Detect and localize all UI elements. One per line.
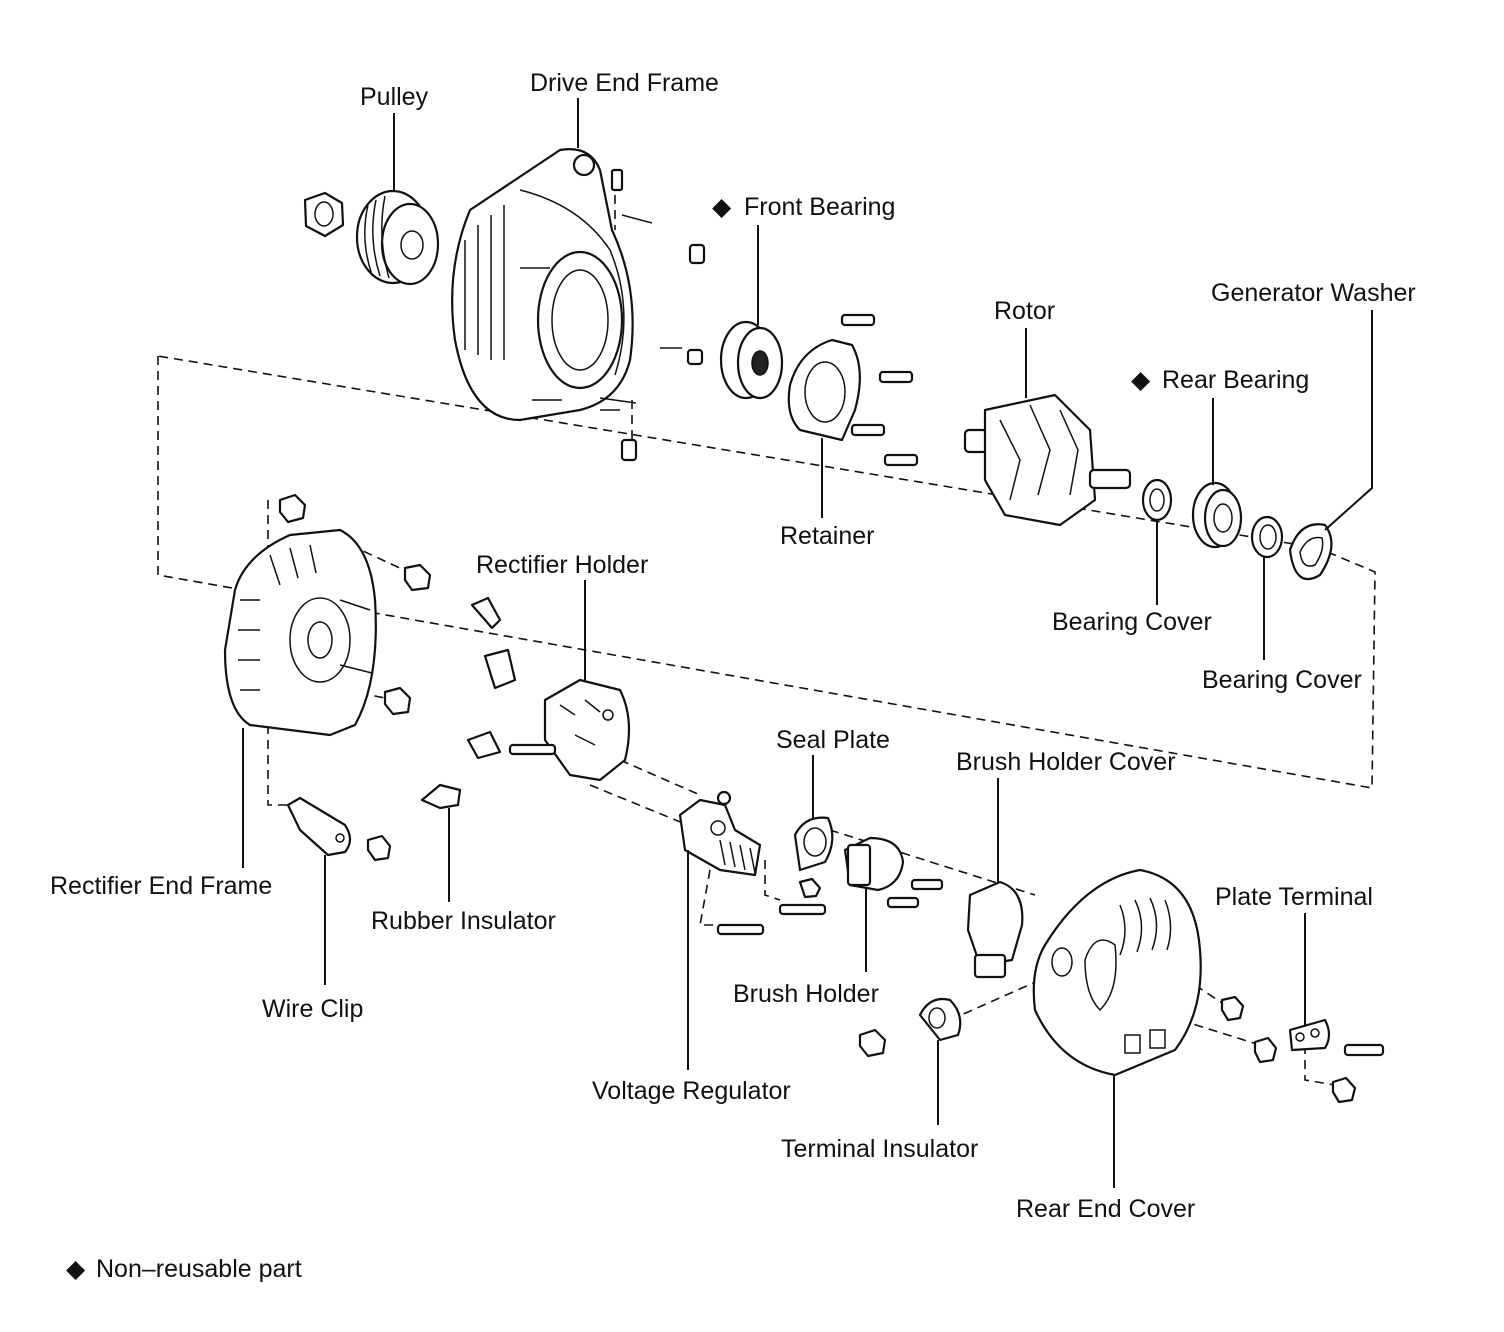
label-rubber-insulator: Rubber Insulator bbox=[371, 907, 556, 935]
label-rear-end-cover: Rear End Cover bbox=[1016, 1195, 1195, 1223]
terminal-line bbox=[949, 979, 1041, 1021]
label-brush-holder: Brush Holder bbox=[733, 980, 879, 1008]
nonreusable-marker-front-bearing: ◆ bbox=[712, 193, 732, 221]
plate-terminal-icon bbox=[1288, 1018, 1385, 1104]
rectifier-assembly-line-1 bbox=[349, 544, 416, 576]
label-rotor: Rotor bbox=[994, 297, 1055, 325]
label-rectifier-end-frame: Rectifier End Frame bbox=[50, 872, 272, 900]
label-seal-plate: Seal Plate bbox=[776, 726, 890, 754]
label-bearing-cover-1: Bearing Cover bbox=[1052, 608, 1212, 636]
label-rear-bearing: Rear Bearing bbox=[1162, 366, 1309, 394]
label-plate-terminal: Plate Terminal bbox=[1215, 883, 1373, 911]
legend-marker: ◆ bbox=[66, 1255, 86, 1283]
label-terminal-insulator: Terminal Insulator bbox=[781, 1135, 978, 1163]
generator-washer-icon bbox=[1288, 523, 1333, 581]
cover-nut-line bbox=[1179, 1019, 1261, 1046]
label-retainer: Retainer bbox=[780, 522, 875, 550]
leader-generator-washer bbox=[1324, 310, 1373, 531]
terminal-insulator-icon bbox=[858, 997, 962, 1058]
rectifier-holder-icon bbox=[508, 678, 631, 782]
label-voltage-regulator: Voltage Regulator bbox=[592, 1077, 791, 1105]
label-brush-holder-cover: Brush Holder Cover bbox=[956, 748, 1176, 776]
brush-bolt-line bbox=[764, 860, 781, 901]
label-bearing-cover-2: Bearing Cover bbox=[1202, 666, 1362, 694]
rectifier-end-frame-bolt-line bbox=[267, 500, 290, 806]
bearing-cover-icon bbox=[1141, 478, 1173, 522]
brush-holder-icon bbox=[843, 836, 944, 909]
regulator-line bbox=[589, 784, 701, 831]
label-generator-washer: Generator Washer bbox=[1211, 279, 1416, 307]
label-front-bearing: Front Bearing bbox=[744, 193, 895, 221]
rotor-icon bbox=[963, 393, 1132, 527]
wire-clip-icon bbox=[286, 796, 392, 862]
drive-end-frame-icon bbox=[451, 148, 706, 462]
rear-end-cover-icon bbox=[1032, 868, 1278, 1077]
label-wire-clip: Wire Clip bbox=[262, 995, 363, 1023]
label-pulley: Pulley bbox=[360, 83, 429, 111]
regulator-bolt-line bbox=[699, 869, 720, 926]
brush-holder-cover-icon bbox=[966, 880, 1024, 979]
rear-bearing-icon bbox=[1191, 481, 1243, 549]
label-drive-end-frame: Drive End Frame bbox=[530, 69, 719, 97]
front-bearing-icon bbox=[719, 320, 784, 400]
bearing-cover-2-icon bbox=[1250, 515, 1284, 559]
voltage-regulator-icon bbox=[678, 790, 827, 936]
nonreusable-marker-rear-bearing: ◆ bbox=[1131, 366, 1151, 394]
rectifier-insulator-parts-icon bbox=[466, 596, 517, 760]
pulley-icon bbox=[355, 189, 440, 286]
plate-terminal-line bbox=[1304, 1045, 1336, 1086]
legend-text: Non–reusable part bbox=[96, 1255, 302, 1283]
assembly-boundary bbox=[157, 355, 1376, 789]
retainer-icon bbox=[787, 313, 919, 467]
rectifier-end-frame-icon bbox=[223, 493, 432, 737]
label-rectifier-holder: Rectifier Holder bbox=[476, 551, 648, 579]
pulley-nut-icon bbox=[303, 191, 345, 238]
seal-plate-icon bbox=[793, 816, 834, 872]
rectifier-holder-line bbox=[619, 759, 701, 796]
rubber-insulator-icon bbox=[420, 783, 462, 810]
